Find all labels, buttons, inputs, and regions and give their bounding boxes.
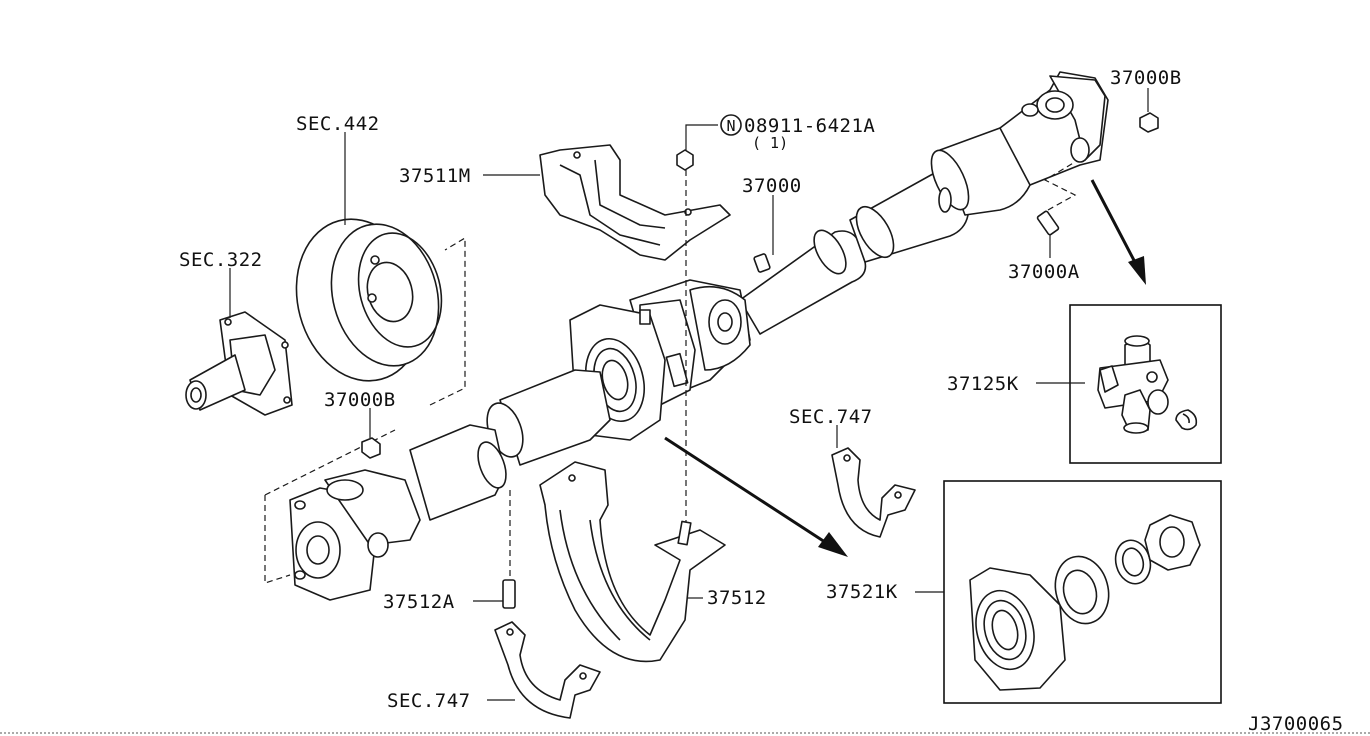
- label-sec747-right: SEC.747: [789, 406, 873, 428]
- nut-symbol-circle: [720, 114, 742, 136]
- bracket-37512: [539, 461, 726, 663]
- label-08911-6421a: 08911-6421A: [744, 115, 875, 137]
- arrow-to-37521k: [664, 436, 848, 557]
- bolt-37512a: [502, 579, 516, 609]
- universal-joint-spider: [1097, 335, 1198, 434]
- label-37511m: 37511M: [399, 165, 471, 187]
- flange-nut-top: [1139, 112, 1159, 133]
- label-08911-qty: ( 1): [752, 134, 788, 152]
- arrow-to-37125k: [1090, 179, 1146, 285]
- label-37512a: 37512A: [383, 591, 455, 613]
- pulley-sec442: [295, 218, 443, 382]
- bracket-37511m: [539, 144, 731, 261]
- flange-nut-left: [361, 437, 381, 459]
- strap-sec747-bottom: [494, 621, 601, 719]
- leader-lines: [229, 88, 1149, 701]
- label-37000b-left: 37000B: [324, 389, 396, 411]
- detail-box-37125k: [1069, 304, 1222, 464]
- nut-symbol-letter: N: [726, 117, 735, 135]
- companion-flange-sec322: [185, 311, 293, 416]
- label-37000b-top: 37000B: [1110, 67, 1182, 89]
- label-37000a: 37000A: [1008, 261, 1080, 283]
- label-37000: 37000: [742, 175, 802, 197]
- front-flange-yoke: [289, 469, 421, 601]
- grease-nipple: [753, 253, 771, 273]
- label-sec322: SEC.322: [179, 249, 263, 271]
- label-sec747-bottom: SEC.747: [387, 690, 471, 712]
- rear-shaft-tube: [739, 127, 1031, 335]
- center-bearing-kit: [969, 514, 1201, 691]
- label-37521k: 37521K: [826, 581, 898, 603]
- front-shaft-tube: [409, 369, 611, 521]
- label-37125k: 37125K: [947, 373, 1019, 395]
- bolt-37000a: [1036, 161, 1077, 236]
- strap-sec747-right: [831, 447, 916, 538]
- label-37512: 37512: [707, 587, 767, 609]
- label-sec442: SEC.442: [296, 113, 380, 135]
- bolt-08911: [676, 149, 694, 545]
- rear-flange-yoke: [999, 71, 1109, 186]
- diagram-id: J3700065: [1248, 713, 1344, 735]
